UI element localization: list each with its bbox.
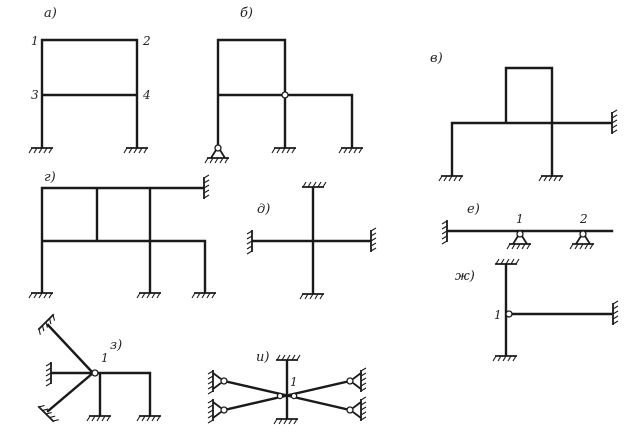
fixed-support-icon	[123, 147, 149, 154]
fixed-support-icon	[494, 258, 520, 265]
frame-z	[46, 323, 152, 417]
fixed-wall-icon	[45, 361, 52, 387]
fixed-support-icon	[28, 147, 54, 154]
fixed-support-icon	[273, 418, 299, 425]
fixed-wall-icon	[612, 300, 619, 326]
node-label: 3	[31, 88, 39, 102]
frame-zh	[504, 263, 614, 357]
diagram-z: з) 1	[35, 313, 162, 425]
fixed-support-icon	[271, 147, 297, 154]
node-label: 1	[31, 34, 39, 48]
label-a: а)	[44, 6, 57, 21]
label-g: г)	[44, 170, 56, 185]
frame-i	[222, 359, 352, 420]
diagram-v: в)	[430, 51, 618, 182]
frame-d	[251, 186, 372, 295]
frame-g	[40, 186, 207, 294]
node-label: 2	[579, 212, 588, 226]
label-b: б)	[240, 6, 253, 21]
fixed-support-icon	[301, 181, 327, 188]
pinned-wall-support-icon	[207, 398, 228, 424]
label-e: е)	[467, 202, 480, 217]
fixed-support-icon	[492, 355, 518, 362]
pinned-support-icon	[507, 231, 531, 249]
label-z: з)	[110, 338, 122, 353]
fixed-wall-icon	[441, 219, 448, 245]
fixed-support-icon	[136, 415, 162, 422]
fixed-support-icon	[275, 354, 301, 361]
pinned-wall-support-icon	[346, 367, 367, 393]
fixed-wall-icon	[246, 229, 253, 255]
hinge-icon	[290, 392, 298, 400]
hinge-icon	[505, 310, 513, 318]
fixed-support-icon	[28, 292, 54, 299]
diagram-d: д)	[246, 181, 377, 300]
label-i: и)	[256, 350, 269, 365]
fixed-support-icon	[299, 293, 325, 300]
hinge-icon	[276, 392, 284, 400]
fixed-wall-icon	[203, 174, 210, 200]
diagram-g: г)	[28, 170, 217, 299]
fixed-support-icon	[338, 147, 364, 154]
label-v: в)	[430, 51, 443, 66]
diagram-b: б)	[205, 6, 364, 163]
frame-v	[450, 66, 613, 177]
diagram-i: и) 1	[207, 350, 367, 425]
fixed-support-icon	[438, 175, 464, 182]
node-label: 1	[101, 351, 109, 365]
fixed-support-icon	[136, 292, 162, 299]
node-label: 1	[494, 308, 502, 322]
fixed-support-icon	[86, 415, 112, 422]
frame-a	[40, 38, 139, 149]
pinned-support-icon	[570, 231, 594, 249]
label-d: д)	[257, 202, 270, 217]
pinned-support-icon	[205, 145, 229, 163]
hinge-icon	[91, 369, 99, 377]
pinned-wall-support-icon	[207, 369, 228, 395]
fixed-support-icon	[191, 292, 217, 299]
label-zh: ж)	[455, 269, 475, 284]
diagram-zh: ж) 1	[455, 258, 619, 362]
fixed-support-icon	[538, 175, 564, 182]
diagram-a: а) 1 2 3 4	[28, 6, 151, 154]
diagram-e: е) 1 2	[441, 202, 614, 249]
node-label: 1	[516, 212, 524, 226]
node-label: 2	[142, 34, 151, 48]
node-label: 1	[290, 375, 298, 389]
fixed-wall-icon	[611, 109, 618, 135]
node-label: 4	[142, 88, 151, 102]
hinge-icon	[281, 91, 289, 99]
fixed-wall-icon	[370, 227, 377, 253]
pinned-wall-support-icon	[346, 396, 367, 422]
